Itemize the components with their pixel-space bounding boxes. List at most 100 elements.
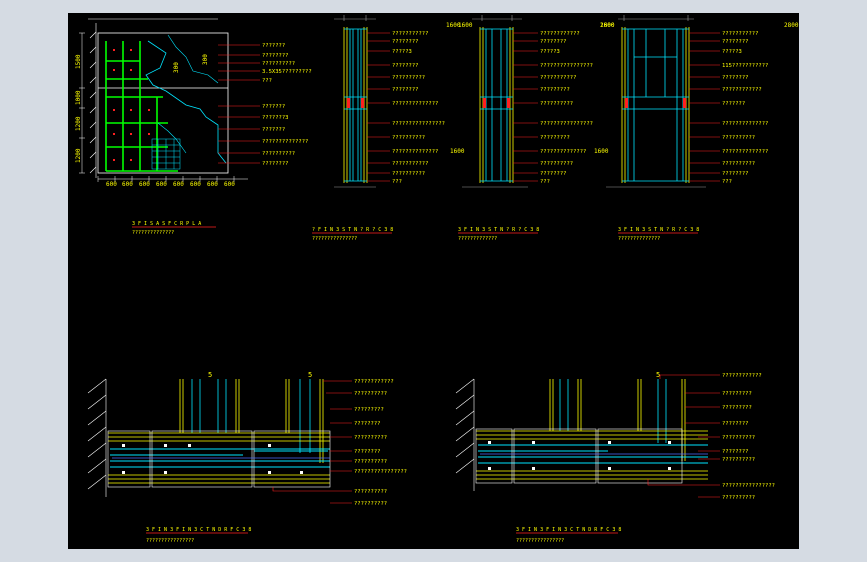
plan2-callout-2: ????????? (722, 391, 752, 397)
sec3-dim-top: 2800 (600, 22, 615, 29)
caption-2-title: ??????????????? (312, 236, 357, 242)
screw-marks (113, 49, 150, 161)
elev-callout-5: ??? (262, 78, 272, 84)
sec3-callout-11: ?????????? (722, 161, 755, 167)
elev-dim-bottom-3: 600 (139, 181, 150, 188)
caption-4-code: 3 F I N 3 S T N ? R ? C 3 8 (618, 227, 699, 233)
insulation-hatch (151, 138, 181, 170)
sec2-callout-3: ?????3 (540, 49, 560, 55)
sec2-callout-13: ??? (540, 179, 550, 185)
sec3-callout-5: ???????? (722, 75, 749, 81)
plan2-callout-6: ???????? (722, 449, 749, 455)
sec1-callout-13: ??? (392, 179, 402, 185)
sec3-callout-12: ???????? (722, 171, 749, 177)
elev-callout-3: ?????????? (262, 61, 295, 67)
elev-dim-right-2: 300 (202, 54, 209, 65)
elev-dim-left-3: 1200 (75, 116, 82, 131)
section-view-1: ??????????? ???????? ?????3 ???????? ???… (334, 15, 461, 188)
sec2-callout-8: ???????????????? (540, 121, 593, 127)
elev-callout-2: ???????? (262, 53, 289, 59)
sec1-callout-5: ?????????? (392, 75, 425, 81)
caption-5-code: 3 F I N 3 F I N 3 C T N D R F C 3 8 (146, 527, 251, 533)
caption-3: 3 F I N 3 S T N ? R ? C 3 8 ????????????… (458, 227, 539, 242)
sec2-callout-6: ????????? (540, 87, 570, 93)
sec1-callout-10: ?????????????? (392, 149, 438, 155)
plan1-callout-8: ???????????????? (354, 469, 407, 475)
plan1-mark-2: 5 (308, 371, 312, 379)
sec3-callout-9: ?????????? (722, 135, 755, 141)
caption-6-title: ???????????????? (516, 538, 564, 544)
sec3-callout-8: ?????????????? (722, 121, 768, 127)
plan2-callout-1: ???????????? (722, 373, 762, 379)
sec1-dim-right: 1600 (446, 22, 461, 29)
sec2-callout-4: ???????????????? (540, 63, 593, 69)
elevation-view: 1500 1000 1200 1200 300 300 600 600 600 … (75, 18, 312, 188)
elev-dim-bottom-2: 600 (122, 181, 133, 188)
sec2-callout-2: ???????? (540, 39, 567, 45)
top-captions: 3 F I S A S F C R P L A ?????????????? ?… (132, 221, 699, 242)
sec1-callout-6: ???????? (392, 87, 419, 93)
caption-4: 3 F I N 3 S T N ? R ? C 3 8 ????????????… (618, 227, 699, 242)
sec2-callout-1: ???????????? (540, 31, 580, 37)
elev-dim-left-2: 1000 (75, 90, 82, 105)
plan1-callout-10: ?????????? (354, 501, 387, 507)
sec1-callout-9: ?????????? (392, 135, 425, 141)
plan1-callout-2: ?????????? (354, 391, 387, 397)
elev-dim-bottom-1: 600 (106, 181, 117, 188)
elev-callout-10: ?????????? (262, 151, 295, 157)
plan-view-1: 5 5 ???????????? ?????????? ????????? ??… (87, 371, 407, 507)
sec1-callout-1: ??????????? (392, 31, 428, 37)
caption-6-code: 3 F I N 3 F I N 3 C T N D R F C 3 8 (516, 527, 621, 533)
sec1-callout-12: ?????????? (392, 171, 425, 177)
elev-callout-7: ???????3 (262, 115, 289, 121)
elev-callout-6: ??????? (262, 104, 285, 110)
sec2-callout-5: ??????????? (540, 75, 576, 81)
caption-3-title: ????????????? (458, 236, 497, 242)
elev-leaders (218, 44, 260, 164)
elev-callout-8: ??????? (262, 127, 285, 133)
elev-dim-left-4: 1200 (75, 148, 82, 163)
sec1-callout-2: ???????? (392, 39, 419, 45)
cad-drawing-canvas[interactable]: 1500 1000 1200 1200 300 300 600 600 600 … (68, 13, 799, 549)
caption-4-title: ?????????????? (618, 236, 660, 242)
elev-callout-11: ???????? (262, 161, 289, 167)
elev-dim-bottom-8: 600 (224, 181, 235, 188)
wall-hatch (88, 18, 218, 178)
elev-callout-1: ??????? (262, 43, 285, 49)
caption-1: 3 F I S A S F C R P L A ?????????????? (132, 221, 216, 236)
sec1-callout-3: ?????3 (392, 49, 412, 55)
plan2-callout-3: ????????? (722, 405, 752, 411)
sec1-callout-11: ??????????? (392, 161, 428, 167)
sec3-callout-3: ?????3 (722, 49, 742, 55)
elev-dim-bottom-4: 600 (156, 181, 167, 188)
caption-3-code: 3 F I N 3 S T N ? R ? C 3 8 (458, 227, 539, 233)
plan-view-2: 5 ???????????? ????????? ????????? ?????… (455, 371, 775, 501)
plan1-mark-1: 5 (208, 371, 212, 379)
caption-1-title: ?????????????? (132, 230, 174, 236)
sec2-callout-12: ???????? (540, 171, 567, 177)
sec1-callout-8: ???????????????? (392, 121, 445, 127)
caption-5: 3 F I N 3 F I N 3 C T N D R F C 3 8 ????… (146, 527, 251, 544)
sec3-callout-4: 115??????????? (722, 63, 768, 69)
elev-dim-left-1: 1500 (75, 54, 82, 69)
plan2-callout-4: ???????? (722, 421, 749, 427)
caption-1-code: 3 F I S A S F C R P L A (132, 221, 201, 227)
caption-6: 3 F I N 3 F I N 3 C T N D R F C 3 8 ????… (516, 527, 621, 544)
sec3-callout-2: ???????? (722, 39, 749, 45)
sec1-callout-4: ???????? (392, 63, 419, 69)
caption-2: ? F I N 3 S T N ? R ? C 3 8 ????????????… (312, 227, 393, 242)
sec2-callout-10: ?????????????? (540, 149, 586, 155)
sec3-callout-7: ??????? (722, 101, 745, 107)
sec3-callout-1: ??????????? (722, 31, 758, 37)
sec3-dim-bottom: 1600 (594, 148, 609, 155)
plan1-callout-6: ???????? (354, 449, 381, 455)
sec2-dim-bottom: 1600 (450, 148, 465, 155)
sec2-callout-9: ????????? (540, 135, 570, 141)
sec3-callout-13: ??? (722, 179, 732, 185)
plan2-callout-7: ?????????? (722, 457, 755, 463)
plan1-callout-3: ????????? (354, 407, 384, 413)
section-view-3: 2800 1600 ??????????? ???????? ?????3 11… (594, 15, 799, 188)
caption-5-title: ???????????????? (146, 538, 194, 544)
plan2-callout-9: ?????????? (722, 495, 755, 501)
plan1-callout-7: ?????????? (354, 459, 387, 465)
